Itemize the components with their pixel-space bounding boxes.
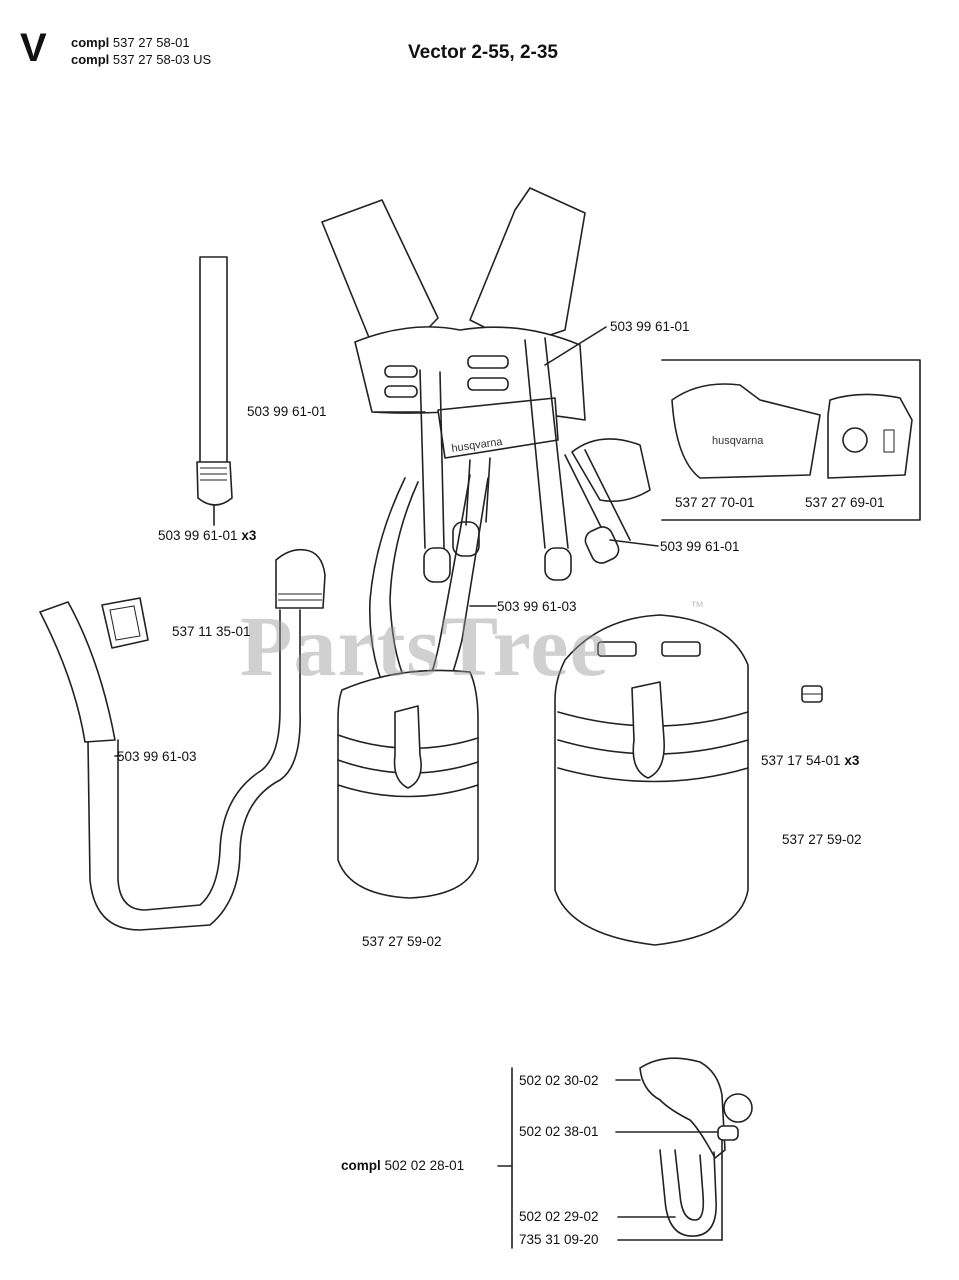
screw-drawing	[801, 685, 823, 703]
part-label: 503 99 61-01	[247, 404, 327, 419]
compl-word: compl	[341, 1158, 381, 1173]
pad-inset-drawing: husqvarna	[661, 359, 921, 521]
single-strap-drawing	[196, 256, 233, 526]
watermark-text: PartsTree	[240, 598, 609, 694]
hip-strap-drawing	[39, 548, 326, 931]
hook-assembly-drawing	[497, 1057, 753, 1249]
part-label: 503 99 61-01	[660, 539, 740, 554]
part-label: 537 27 59-02	[362, 934, 442, 949]
part-label: 503 99 61-01	[610, 319, 690, 334]
part-label: 502 02 38-01	[519, 1124, 599, 1139]
part-label: 502 02 30-02	[519, 1073, 599, 1088]
hook-assembly-label: compl 502 02 28-01	[341, 1158, 464, 1173]
compl-word: compl	[71, 52, 110, 67]
page-title: Vector 2-55, 2-35	[408, 42, 558, 63]
part-quantity: x3	[844, 753, 860, 768]
svg-text:husqvarna: husqvarna	[712, 435, 764, 447]
part-label: 503 99 61-03	[117, 749, 197, 764]
part-label: 537 27 59-02	[782, 832, 862, 847]
part-label: 735 31 09-20	[519, 1232, 599, 1247]
assembly-number: 537 27 58-03 US	[112, 52, 212, 67]
part-label-with-qty: 503 99 61-01 x3	[158, 528, 256, 543]
part-label: 503 99 61-03	[497, 599, 577, 614]
part-label: 537 27 70-01	[675, 495, 755, 510]
compl-word: compl	[71, 35, 110, 50]
part-number: 537 17 54-01	[761, 753, 841, 768]
hip-pad-right-drawing	[554, 614, 749, 946]
buckle-drawing	[101, 597, 149, 649]
part-label: 537 27 69-01	[805, 495, 885, 510]
part-number: 503 99 61-01	[158, 528, 238, 543]
harness-drawing: husqvarna	[321, 187, 651, 713]
assembly-number-2: compl 537 27 58-03 US	[71, 52, 211, 67]
leader-lines	[114, 326, 659, 757]
section-letter: V	[20, 26, 47, 70]
part-label: 502 02 29-02	[519, 1209, 599, 1224]
part-label-with-qty: 537 17 54-01 x3	[761, 753, 859, 768]
part-number: 502 02 28-01	[384, 1158, 465, 1173]
part-quantity: x3	[241, 528, 257, 543]
hip-pad-left-drawing	[337, 669, 479, 899]
assembly-number: 537 27 58-01	[112, 35, 190, 50]
assembly-number-1: compl 537 27 58-01	[71, 35, 190, 50]
part-label: 537 11 35-01	[172, 624, 251, 639]
watermark-trademark: ™	[690, 598, 704, 614]
